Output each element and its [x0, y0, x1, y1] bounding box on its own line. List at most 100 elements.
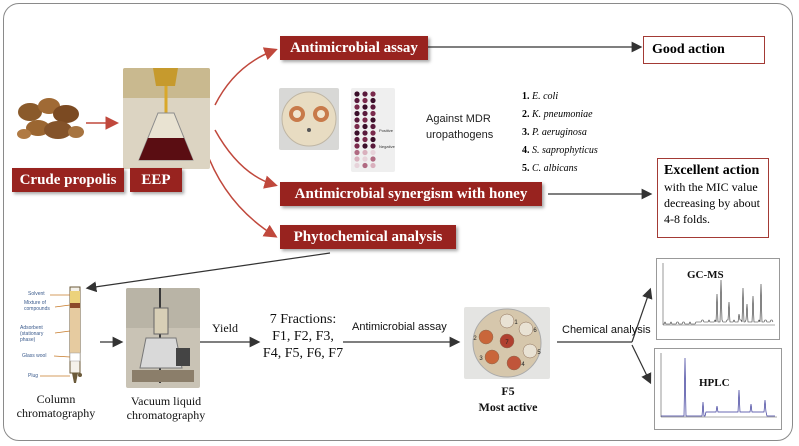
fractions-title: 7 Fractions:: [269, 312, 337, 327]
microplate-well: [354, 130, 360, 136]
arrow-eep-to-synergism: [214, 129, 278, 189]
petri-well-number: 1: [514, 320, 518, 326]
petri-well-number: 2: [473, 336, 477, 342]
pathogen-name: P. aeruginosa: [532, 127, 587, 138]
excellent-action-box: Excellent action with the MIC value decr…: [657, 158, 769, 238]
pathogen-name: S. saprophyticus: [532, 145, 598, 156]
vacuum-chromatography-image: [126, 288, 200, 388]
petri-well: [506, 355, 522, 371]
phytochemical-box: Phytochemical analysis: [280, 225, 456, 249]
microplate-image: Positive Negative: [351, 88, 395, 172]
microplate-well: [370, 149, 376, 156]
petri-well-number: 4: [521, 362, 525, 368]
microplate-well: [354, 149, 360, 156]
microplate-well: [370, 156, 376, 162]
good-action-box: Good action: [643, 36, 765, 64]
vacuum-chromatography-caption: Vacuum liquid chromatography: [126, 394, 206, 422]
microplate-well: [354, 136, 360, 143]
pathogen-item: 4. S. saprophyticus: [522, 142, 642, 160]
gcms-chromatogram: GC-MS: [656, 258, 780, 340]
crude-propolis-image: [14, 90, 86, 146]
plug-label: Plug: [28, 373, 39, 379]
microplate-well: [354, 156, 360, 162]
microplate-well: [362, 123, 368, 130]
glass-wool-label: Glass wool: [22, 353, 47, 359]
arrow-eep-to-assay: [214, 47, 278, 106]
excellent-title: Excellent action: [664, 163, 760, 178]
excellent-body: with the MIC value decreasing by about 4…: [664, 180, 760, 226]
pathogen-item: 3. P. aeruginosa: [522, 124, 642, 142]
microplate-well: [370, 97, 376, 104]
yield-label: Yield: [212, 321, 238, 335]
hplc-label: HPLC: [699, 377, 730, 389]
antimicrobial-assay-arrow-label: Antimicrobial assay: [352, 321, 447, 333]
mixture-label: Mixture of compounds: [24, 300, 50, 312]
pathogen-item: 5. C. albicans: [522, 160, 642, 178]
petri-well-number: 5: [537, 350, 541, 356]
positive-label: Positive: [379, 128, 394, 133]
solvent-label: Solvent: [28, 291, 45, 297]
microplate-well: [362, 130, 368, 136]
hplc-trace: [661, 357, 775, 417]
microplate-well: [370, 130, 376, 136]
microplate-well: [370, 162, 376, 169]
pathogen-name: K. pneumoniae: [532, 109, 593, 120]
agar-plate-image: [279, 88, 339, 150]
microplate-well: [354, 143, 360, 149]
petri-well-number: 7: [505, 340, 509, 346]
microplate-well: [362, 91, 368, 97]
pathogen-number: 2.: [522, 109, 532, 120]
petri-well-number: 3: [479, 356, 483, 362]
petri-well: [499, 313, 515, 329]
pathogen-number: 3.: [522, 127, 532, 138]
pathogen-number: 4.: [522, 145, 532, 156]
microplate-well: [362, 156, 368, 162]
chemical-analysis-label: Chemical analysis: [562, 324, 651, 336]
eep-box: EEP: [130, 168, 182, 192]
column-chromatography-figure: Solvent Mixture of compounds Adsorbent (…: [10, 283, 102, 388]
column-chromatography-caption: Column chromatography: [16, 392, 96, 420]
against-mdr-label: Against MDR uropathogens: [426, 113, 494, 141]
microplate-well: [354, 91, 360, 97]
f5-petri-dish-image: 1 2 3 4 5 6 7: [464, 307, 550, 379]
f5-label: F5: [501, 384, 515, 398]
pathogen-name: E. coli: [532, 91, 559, 102]
petri-well: [518, 321, 534, 337]
microplate-well: [370, 104, 376, 110]
arrow-to-gcms: [631, 287, 653, 343]
gcms-trace: [663, 279, 774, 325]
microplate-well: [362, 97, 368, 104]
petri-well: [499, 333, 515, 349]
most-active-label: Most active: [478, 400, 538, 414]
microplate-well: [362, 143, 368, 149]
adsorbent-label: Adsorbent (stationary phase): [20, 325, 44, 343]
crude-propolis-box: Crude propolis: [12, 168, 124, 192]
microplate-well: [362, 136, 368, 143]
negative-label: Negative: [379, 144, 395, 149]
microplate-well: [362, 149, 368, 156]
pathogen-name: C. albicans: [532, 163, 578, 174]
microplate-well: [362, 110, 368, 117]
microplate-well: [362, 104, 368, 110]
arrow-to-hplc: [631, 344, 652, 385]
microplate-well: [362, 117, 368, 123]
antimicrobial-assay-box: Antimicrobial assay: [280, 36, 428, 60]
microplate-well: [370, 91, 376, 97]
petri-well: [478, 329, 494, 345]
microplate-well: [370, 117, 376, 123]
fractions-list: F1, F2, F3, F4, F5, F6, F7: [262, 329, 344, 361]
arrow-phyto-to-column: [85, 252, 331, 293]
petri-well: [484, 349, 500, 365]
microplate-well: [354, 123, 360, 130]
microplate-well: [370, 136, 376, 143]
pathogen-number: 1.: [522, 91, 532, 102]
fractions-block: 7 Fractions: F1, F2, F3, F4, F5, F6, F7: [262, 311, 344, 362]
pathogen-number: 5.: [522, 163, 532, 174]
microplate-well: [354, 162, 360, 169]
petri-well-number: 6: [533, 328, 537, 334]
microplate-well: [362, 162, 368, 169]
hplc-chromatogram: HPLC: [654, 348, 782, 430]
microplate-well: [370, 123, 376, 130]
microplate-well: [354, 110, 360, 117]
